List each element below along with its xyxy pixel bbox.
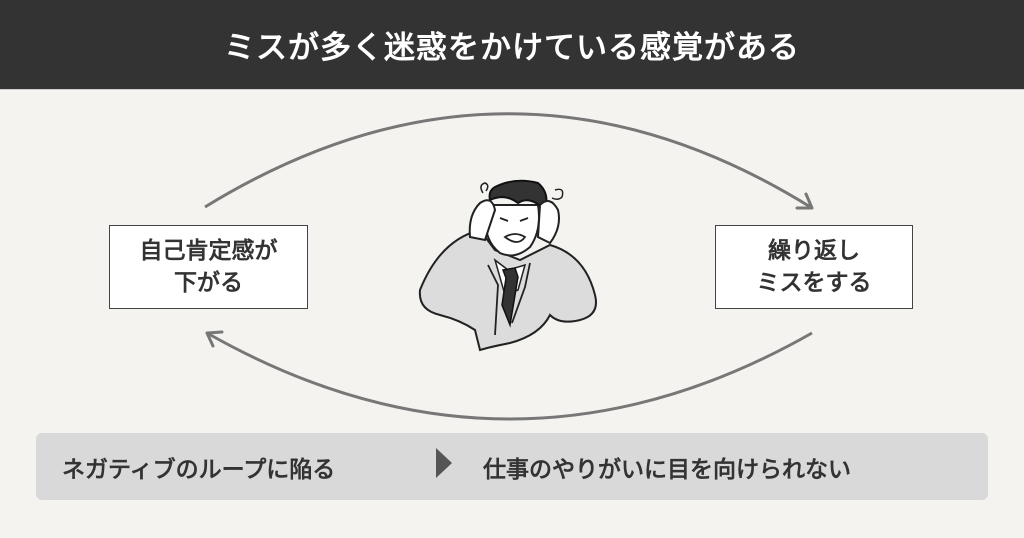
bottom-arc-arrow-icon [205,330,813,421]
repeat-mistakes-line1: 繰り返し [768,238,860,264]
header: ミスが多く迷惑をかけている感覚がある [0,0,1024,89]
negative-loop-text: ネガティブのループに陥る [62,456,336,483]
self-esteem-line1: 自己肯定感が [139,238,278,264]
header-divider [0,89,1024,90]
triangle-right-icon [436,448,452,478]
cannot-focus-on-work-text: 仕事のやりがいに目を向けられない [483,456,851,483]
consequence-banner: ネガティブのループに陥る 仕事のやりがいに目を向けられない [36,433,988,500]
repeat-mistakes-line2: ミスをする [756,270,872,296]
repeat-mistakes-box: 繰り返し ミスをする [715,225,913,309]
page-title: ミスが多く迷惑をかけている感覚がある [224,30,800,66]
stressed-businessman-icon [418,179,597,352]
top-arc-arrow-icon [204,112,814,210]
self-esteem-line2: 下がる [174,270,243,296]
self-esteem-box: 自己肯定感が 下がる [109,225,308,309]
